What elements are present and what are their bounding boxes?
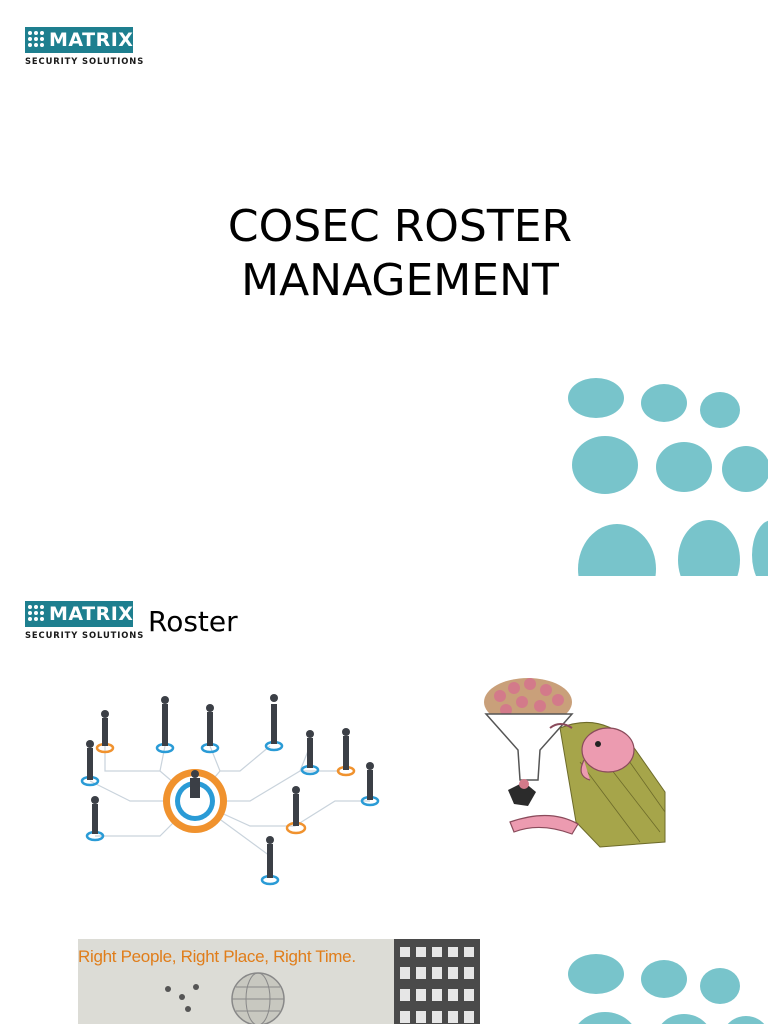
logo-tagline: SECURITY SOLUTIONS — [25, 56, 145, 66]
banner-text: Right People, Right Place, Right Time. — [78, 947, 356, 966]
globe-icon — [231, 972, 285, 1024]
building-icon — [394, 939, 480, 1024]
slide-title: COSEC ROSTER MANAGEMENT — [180, 200, 620, 308]
funnel-man-illustration — [484, 678, 666, 848]
people-silhouette-icon — [165, 984, 199, 1012]
title-line-1: COSEC ROSTER — [227, 201, 573, 252]
logo-dots-icon — [28, 605, 46, 623]
matrix-logo: MATRIX SECURITY SOLUTIONS — [25, 601, 145, 645]
logo-name: MATRIX — [49, 29, 134, 51]
logo-name: MATRIX — [49, 603, 134, 625]
roster-slide: MATRIX SECURITY SOLUTIONS Roster — [0, 576, 768, 1024]
logo-badge: MATRIX — [25, 27, 133, 53]
right-people-banner: Right People, Right Place, Right Time. — [78, 939, 480, 1024]
title-slide: MATRIX SECURITY SOLUTIONS COSEC ROSTER M… — [25, 27, 768, 576]
logo-tagline: SECURITY SOLUTIONS — [25, 630, 145, 640]
matrix-logo: MATRIX SECURITY SOLUTIONS — [25, 27, 145, 71]
slide-heading: Roster — [148, 605, 238, 638]
logo-dots-icon — [28, 31, 46, 49]
title-line-2: MANAGEMENT — [241, 255, 559, 306]
logo-badge: MATRIX — [25, 601, 133, 627]
network-people-illustration — [80, 694, 380, 886]
